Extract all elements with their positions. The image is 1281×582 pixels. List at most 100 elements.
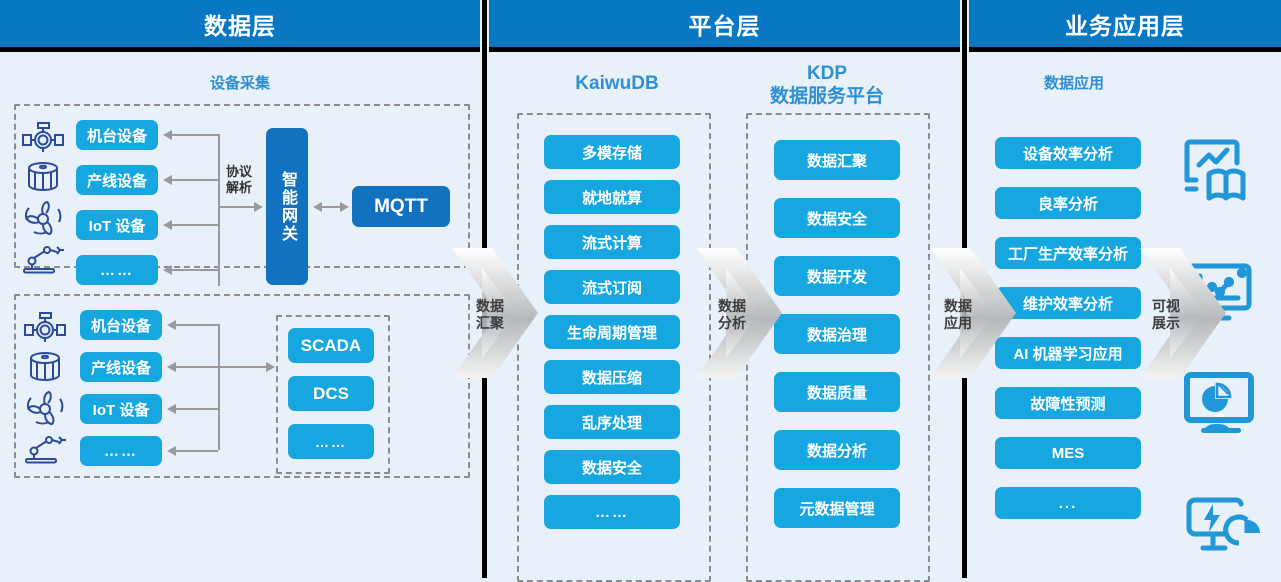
kaiwudb-item-0[interactable]: 多模存储 (544, 135, 680, 169)
device-pill-machine-top[interactable]: 机台设备 (76, 120, 158, 150)
data-layer-body: 设备采集 (0, 52, 480, 578)
kaiwudb-item-7[interactable]: 数据安全 (544, 450, 680, 484)
device-pill-more-bottom[interactable]: …… (80, 436, 162, 466)
kaiwudb-title: KaiwuDB (575, 73, 659, 94)
flow-visualization (1140, 248, 1226, 378)
device-branch-4-bottom (176, 450, 218, 452)
fan-icon (20, 200, 66, 241)
kdp-item-3[interactable]: 数据治理 (774, 314, 900, 354)
device-branch-3-bottom (176, 408, 218, 410)
biz-item-4[interactable]: AI 机器学习应用 (995, 337, 1141, 369)
device-branch-2-bottom (176, 366, 218, 368)
kdp-item-0[interactable]: 数据汇聚 (774, 140, 900, 180)
device-pill-line-top[interactable]: 产线设备 (76, 165, 158, 195)
kdp-item-1[interactable]: 数据安全 (774, 198, 900, 238)
arrow-head-device-1-top (163, 130, 172, 140)
data-application-title: 数据应用 (1043, 75, 1104, 92)
arrow-head-device-4-top (163, 265, 172, 275)
flow-data-aggregation-label: 数据 汇聚 (476, 298, 504, 332)
biz-item-6[interactable]: MES (995, 437, 1141, 469)
robot-arm-icon-bottom (22, 432, 68, 469)
arrow-head-device-2-top (163, 175, 172, 185)
protocol-parse-line1: 协议 (225, 164, 252, 179)
biz-item-1[interactable]: 良率分析 (995, 187, 1141, 219)
arrow-head-device-1-bottom (167, 320, 176, 330)
flow-data-aggregation (452, 248, 538, 378)
column-platform-layer: 平台层 KaiwuDB KDP 数据服务平台 多模存储 就地就算 流式计算 流式… (489, 0, 960, 582)
kaiwudb-item-1[interactable]: 就地就算 (544, 180, 680, 214)
smart-gateway-box[interactable]: 智能网关 (266, 128, 308, 285)
kdp-item-5[interactable]: 数据分析 (774, 430, 900, 470)
robot-arm-icon (20, 242, 66, 279)
device-branch-4-top (172, 269, 218, 271)
arrow-head-device-3-bottom (167, 404, 176, 414)
biz-item-2[interactable]: 工厂生产效率分析 (995, 237, 1141, 269)
valve-icon (20, 120, 66, 159)
device-branch-1-bottom (176, 324, 218, 326)
flow-visualization-line2: 展示 (1152, 315, 1180, 331)
monitor-pie-chart-icon (1181, 370, 1261, 445)
device-group-top-box (14, 104, 470, 268)
kaiwudb-item-6[interactable]: 乱序处理 (544, 405, 680, 439)
device-pill-more-top[interactable]: …… (76, 255, 158, 285)
device-pill-iot-top[interactable]: IoT 设备 (76, 210, 158, 240)
dcs-pill[interactable]: DCS (288, 376, 374, 411)
biz-item-7[interactable]: ... (995, 487, 1141, 519)
platform-layer-body: KaiwuDB KDP 数据服务平台 多模存储 就地就算 流式计算 流式订阅 生… (489, 52, 960, 582)
tank-icon-bottom (24, 350, 66, 389)
monitor-energy-gauge-icon (1183, 490, 1261, 567)
control-systems-more-pill[interactable]: …… (288, 424, 374, 459)
header-rule (0, 47, 480, 52)
kaiwudb-item-5[interactable]: 数据压缩 (544, 360, 680, 394)
device-branch-3-top (172, 224, 218, 226)
kaiwudb-item-2[interactable]: 流式计算 (544, 225, 680, 259)
kaiwudb-item-4[interactable]: 生命周期管理 (544, 315, 680, 349)
kdp-item-4[interactable]: 数据质量 (774, 372, 900, 412)
device-pill-machine-bottom[interactable]: 机台设备 (80, 310, 162, 340)
flow-aggregation-line2: 汇聚 (476, 315, 504, 331)
device-branch-2-top (172, 179, 218, 181)
kdp-title: KDP 数据服务平台 (727, 62, 927, 108)
device-collection-title: 设备采集 (209, 75, 270, 92)
control-systems-box (276, 315, 390, 474)
scada-pill[interactable]: SCADA (288, 328, 374, 363)
gateway-inbound-line (218, 206, 254, 208)
flow-data-analysis (696, 248, 782, 378)
kaiwudb-item-3[interactable]: 流式订阅 (544, 270, 680, 304)
fan-icon-bottom (22, 390, 68, 431)
kdp-title-line2: 数据服务平台 (769, 86, 884, 107)
data-layer-header: 数据层 (0, 0, 480, 47)
device-bus-vertical-bottom (218, 324, 220, 450)
flow-application-line2: 应用 (944, 315, 972, 331)
biz-item-3[interactable]: 维护效率分析 (995, 287, 1141, 319)
report-chart-book-icon (1181, 134, 1259, 211)
flow-data-application (930, 248, 1016, 378)
device-pill-line-bottom[interactable]: 产线设备 (80, 352, 162, 382)
arrow-head-device-2-bottom (167, 362, 176, 372)
arrow-head-scada-in (266, 362, 275, 372)
flow-visualization-line1: 可视 (1152, 298, 1180, 314)
kdp-item-2[interactable]: 数据开发 (774, 256, 900, 296)
biz-item-0[interactable]: 设备效率分析 (995, 137, 1141, 169)
arrow-head-mqtt-right (340, 202, 349, 212)
kdp-title-line1: KDP (806, 63, 848, 84)
kdp-item-6[interactable]: 元数据管理 (774, 488, 900, 528)
flow-data-analysis-label: 数据 分析 (718, 298, 746, 332)
device-branch-1-top (172, 134, 218, 136)
kaiwudb-item-8[interactable]: …… (544, 495, 680, 529)
mqtt-box[interactable]: MQTT (352, 186, 450, 227)
header-rule-platform (489, 47, 960, 52)
device-bus-vertical-top (218, 134, 220, 286)
flow-visualization-label: 可视 展示 (1152, 298, 1180, 332)
header-rule-business (969, 47, 1281, 52)
device-pill-iot-bottom[interactable]: IoT 设备 (80, 394, 162, 424)
arrow-head-device-3-top (163, 220, 172, 230)
scada-inbound-line (218, 366, 266, 368)
biz-item-5[interactable]: 故障性预测 (995, 387, 1141, 419)
protocol-parse-label: 协议 解析 (216, 164, 262, 196)
flow-analysis-line1: 数据 (718, 298, 746, 314)
flow-aggregation-line1: 数据 (476, 298, 504, 314)
protocol-parse-line2: 解析 (225, 180, 252, 195)
flow-data-application-label: 数据 应用 (944, 298, 972, 332)
